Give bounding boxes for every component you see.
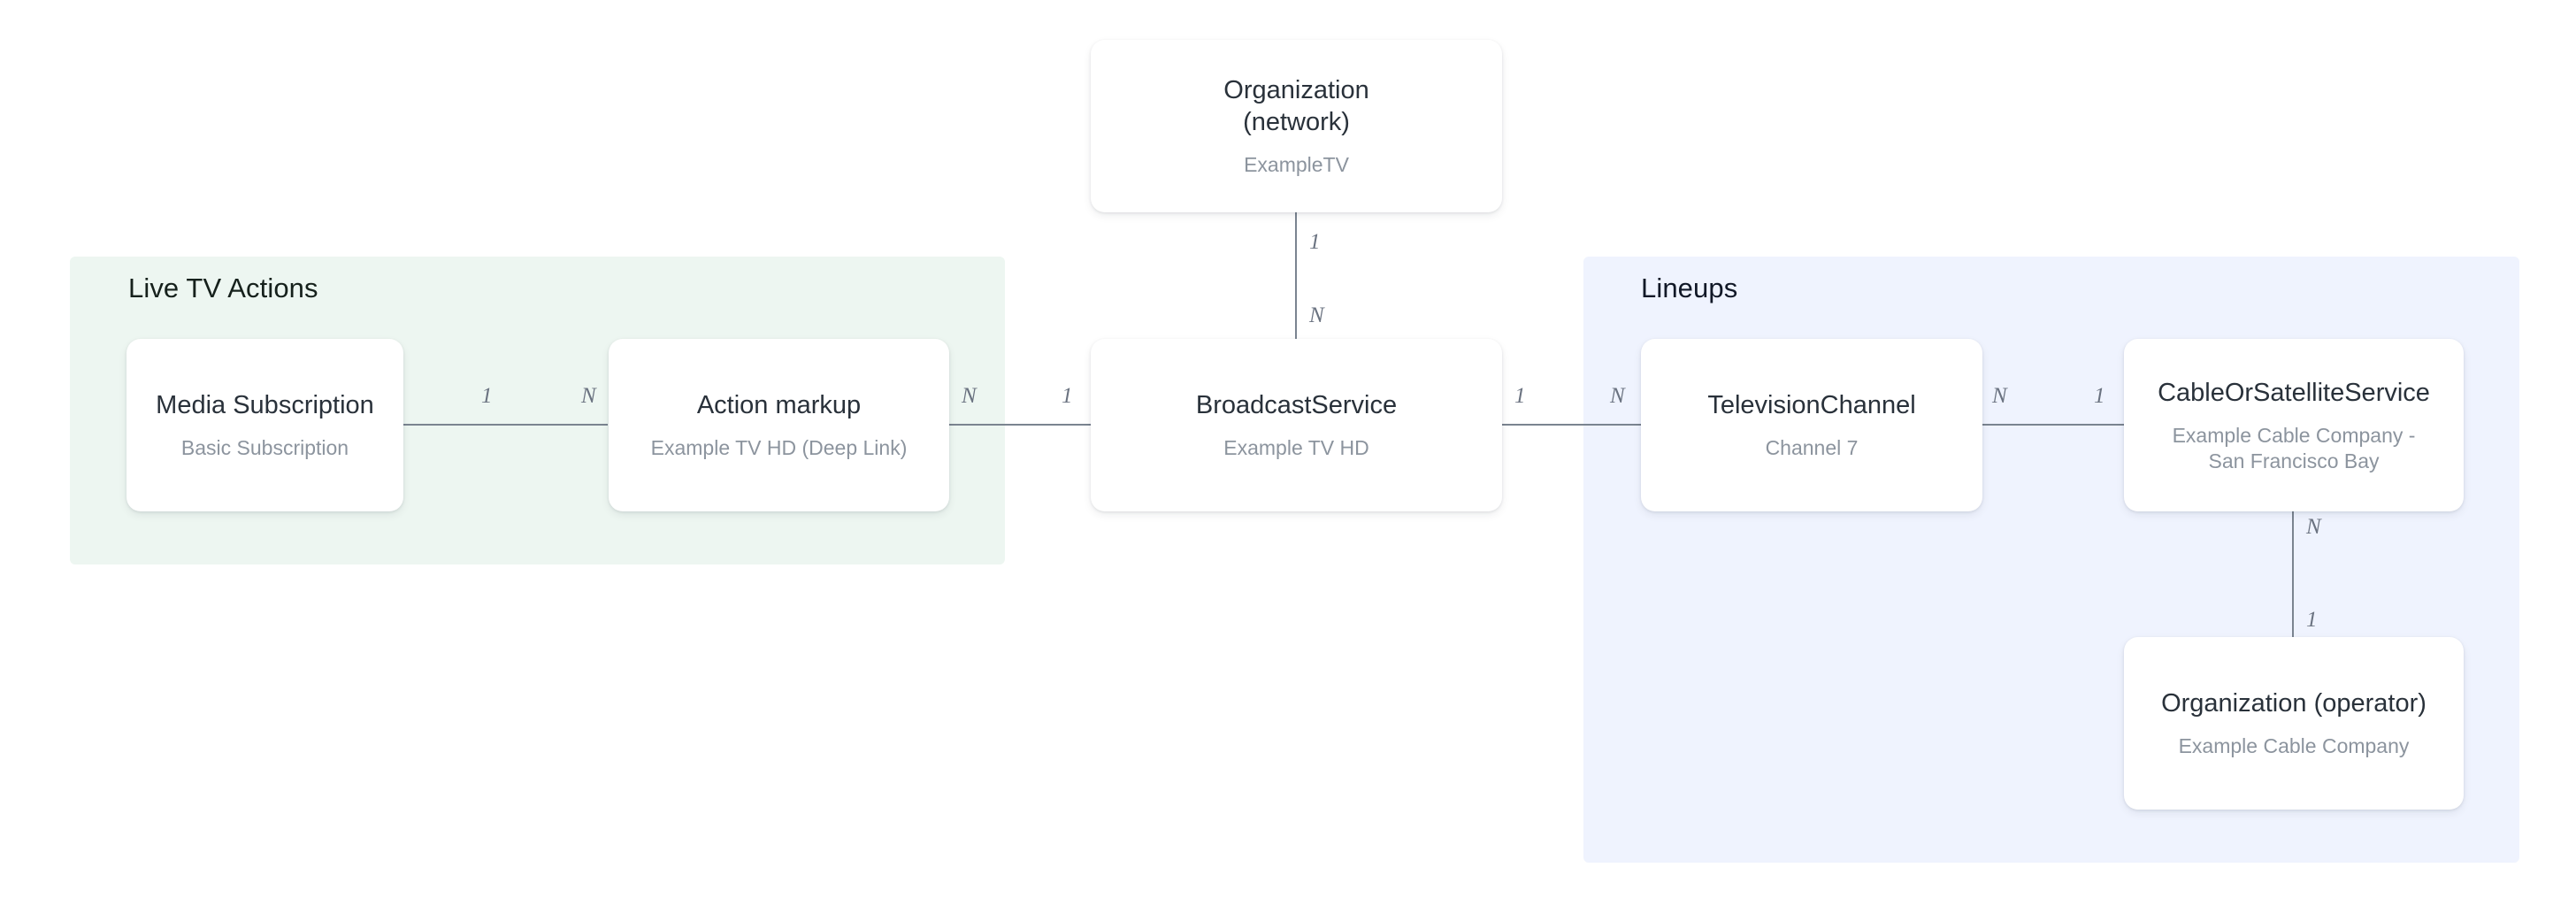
node-media-subscription[interactable]: Media Subscription Basic Subscription [126, 339, 403, 511]
node-organization-network[interactable]: Organization (network) ExampleTV [1091, 40, 1502, 212]
cardinality-broadcast-service-left-side: 1 [1062, 384, 1073, 408]
connector-organization-network-to-broadcast-service [1295, 212, 1297, 342]
cardinality-cable-or-satellite-service-bottom-side: N [2306, 515, 2321, 539]
node-organization-operator[interactable]: Organization (operator) Example Cable Co… [2124, 637, 2464, 810]
cardinality-television-channel-left-side: N [1610, 384, 1625, 408]
node-title-broadcast-service: BroadcastService [1195, 391, 1398, 419]
node-title-action-markup: Action markup [696, 391, 862, 419]
node-title-organization-operator: Organization (operator) [2161, 689, 2426, 718]
node-title-media-subscription: Media Subscription [156, 391, 374, 419]
node-subtitle-cable-or-satellite-service: Example Cable Company - San Francisco Ba… [2172, 423, 2416, 472]
node-cable-or-satellite-service[interactable]: CableOrSatelliteService Example Cable Co… [2124, 339, 2464, 511]
node-subtitle-action-markup: Example TV HD (Deep Link) [650, 436, 908, 459]
node-title-television-channel: TelevisionChannel [1707, 391, 1916, 419]
node-subtitle-organization-network: ExampleTV [1244, 153, 1349, 176]
group-title-live-tv-actions: Live TV Actions [128, 273, 318, 303]
cardinality-organization-operator-side: 1 [2306, 608, 2318, 632]
node-action-markup[interactable]: Action markup Example TV HD (Deep Link) [609, 339, 949, 511]
cardinality-cable-or-satellite-service-left-side: 1 [2094, 384, 2105, 408]
node-subtitle-organization-operator: Example Cable Company [2178, 734, 2410, 757]
cardinality-media-subscription-side: 1 [481, 384, 493, 408]
node-title-cable-or-satellite-service: CableOrSatelliteService [2158, 378, 2430, 407]
cardinality-television-channel-right-side: N [1992, 384, 2007, 408]
node-broadcast-service[interactable]: BroadcastService Example TV HD [1091, 339, 1502, 511]
connector-media-subscription-to-action-markup [402, 424, 608, 426]
node-television-channel[interactable]: TelevisionChannel Channel 7 [1641, 339, 1982, 511]
node-subtitle-media-subscription: Basic Subscription [180, 436, 349, 459]
group-title-lineups: Lineups [1641, 273, 1738, 303]
cardinality-action-markup-right-side: N [962, 384, 977, 408]
cardinality-action-markup-left-side: N [581, 384, 596, 408]
cardinality-broadcast-service-top-side: N [1309, 303, 1324, 327]
connector-broadcast-service-to-television-channel [1502, 424, 1642, 426]
cardinality-organization-network-side: 1 [1309, 230, 1321, 254]
connector-action-markup-to-broadcast-service [887, 424, 1092, 426]
connector-television-channel-to-cable-or-satellite-service [1982, 424, 2125, 426]
node-subtitle-broadcast-service: Example TV HD [1223, 436, 1369, 459]
cardinality-broadcast-service-right-side: 1 [1514, 384, 1526, 408]
node-subtitle-television-channel: Channel 7 [1765, 436, 1859, 459]
connector-cable-or-satellite-service-to-organization-operator [2292, 507, 2294, 638]
node-title-organization-network: Organization (network) [1223, 76, 1369, 136]
